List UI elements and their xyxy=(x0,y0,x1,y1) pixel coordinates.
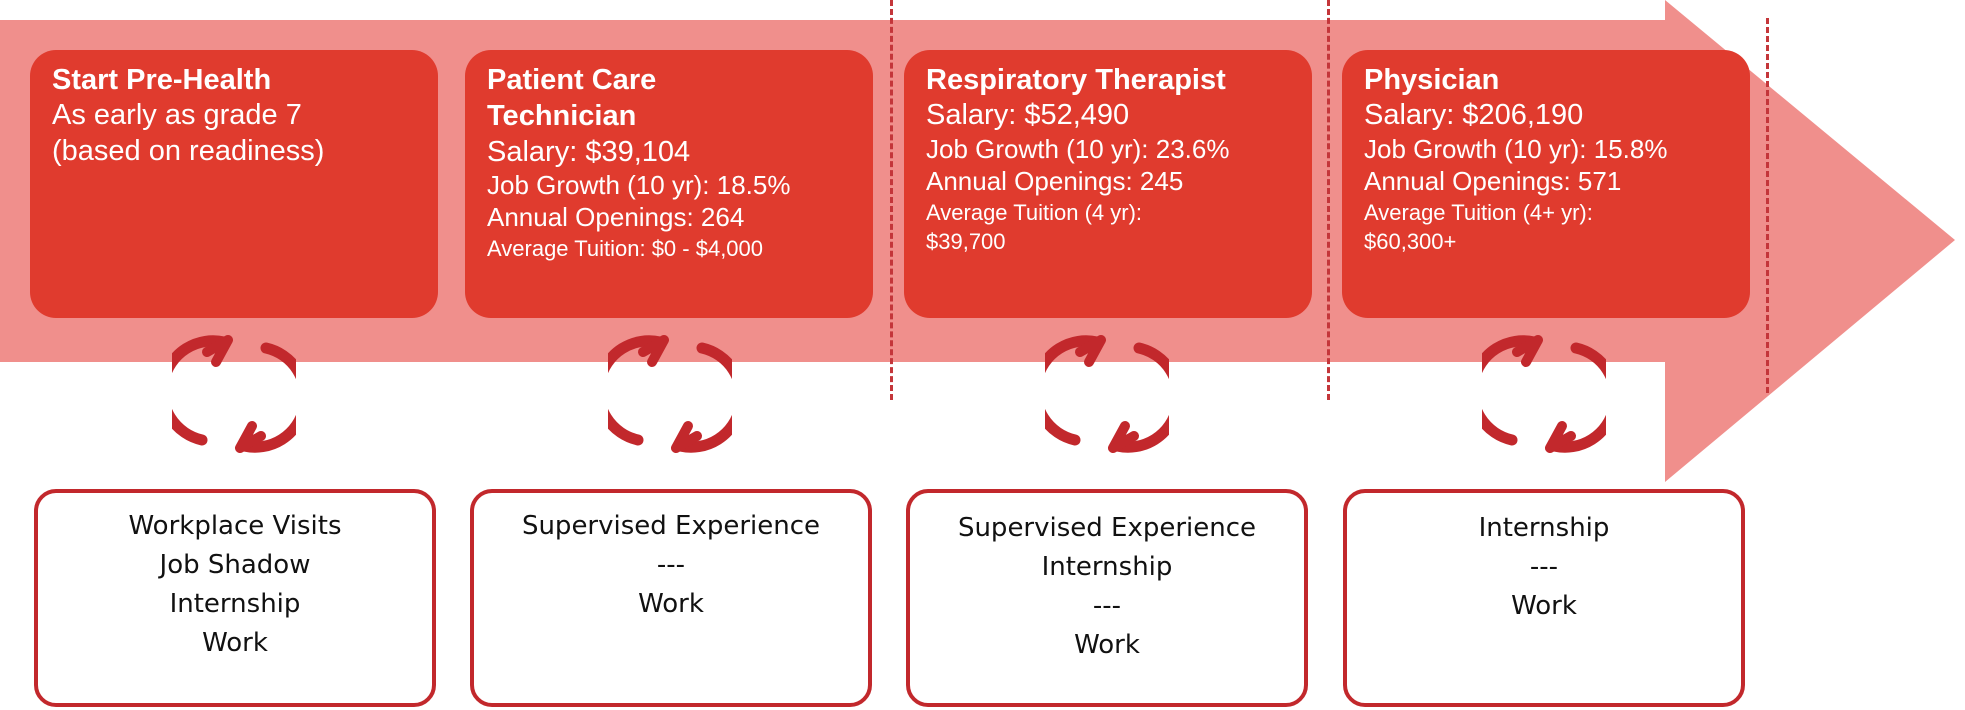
stage-annual-openings: Annual Openings: 245 xyxy=(926,165,1184,196)
activity-item: Internship xyxy=(1478,513,1610,543)
stage-title: Respiratory Therapist xyxy=(926,64,1226,96)
stage-box-patient-care-technician: Patient Care Technician Salary: $39,104 … xyxy=(465,50,873,318)
stage-job-growth: Job Growth (10 yr): 23.6% xyxy=(926,133,1230,164)
stage-tuition: Average Tuition (4+ yr): $60,300+ xyxy=(1364,199,1593,254)
activity-item: Work xyxy=(638,589,704,619)
stage-title: Start Pre-Health xyxy=(52,64,272,96)
activity-item: --- xyxy=(656,550,686,580)
activity-box: Internship --- Work xyxy=(1343,489,1745,707)
stage-divider xyxy=(890,0,893,400)
activity-item: Internship xyxy=(169,589,301,619)
activity-item: Job Shadow xyxy=(159,550,311,580)
activity-box: Workplace Visits Job Shadow Internship W… xyxy=(34,489,436,707)
activity-item: Work xyxy=(1511,591,1577,621)
activity-box: Supervised Experience --- Work xyxy=(470,489,872,707)
activity-item: Work xyxy=(202,628,268,658)
stage-divider xyxy=(1766,18,1769,393)
stage-title: Patient Care Technician xyxy=(487,64,657,133)
stage-detail: (based on readiness) xyxy=(52,134,325,167)
stage-salary: Salary: $52,490 xyxy=(926,99,1130,132)
activity-item: Supervised Experience xyxy=(957,513,1257,543)
stage-tuition: Average Tuition (4 yr): $39,700 xyxy=(926,199,1143,254)
activity-item: Internship xyxy=(1041,552,1173,582)
activity-item: Supervised Experience xyxy=(521,511,821,541)
activity-item: --- xyxy=(1529,552,1559,582)
cycle-arrows-icon xyxy=(608,335,732,453)
activity-item: Workplace Visits xyxy=(128,511,342,541)
stage-salary: Salary: $206,190 xyxy=(1364,99,1584,132)
stage-box-respiratory-therapist: Respiratory Therapist Salary: $52,490 Jo… xyxy=(904,50,1312,318)
stage-job-growth: Job Growth (10 yr): 15.8% xyxy=(1364,133,1668,164)
stage-detail: As early as grade 7 xyxy=(52,99,302,132)
cycle-arrows-icon xyxy=(1482,335,1606,453)
stage-divider xyxy=(1327,0,1330,400)
stage-annual-openings: Annual Openings: 571 xyxy=(1364,165,1622,196)
stage-title: Physician xyxy=(1364,64,1500,96)
stage-annual-openings: Annual Openings: 264 xyxy=(487,201,745,232)
stage-job-growth: Job Growth (10 yr): 18.5% xyxy=(487,169,791,200)
cycle-arrows-icon xyxy=(172,335,296,453)
stage-box-start-pre-health: Start Pre-Health As early as grade 7 (ba… xyxy=(30,50,438,318)
activity-box: Supervised Experience Internship --- Wor… xyxy=(906,489,1308,707)
stage-box-physician: Physician Salary: $206,190 Job Growth (1… xyxy=(1342,50,1750,318)
activity-item: --- xyxy=(1092,591,1122,621)
activity-item: Work xyxy=(1074,630,1140,660)
cycle-arrows-icon xyxy=(1045,335,1169,453)
stage-tuition: Average Tuition: $0 - $4,000 xyxy=(487,235,764,261)
stage-salary: Salary: $39,104 xyxy=(487,135,691,168)
